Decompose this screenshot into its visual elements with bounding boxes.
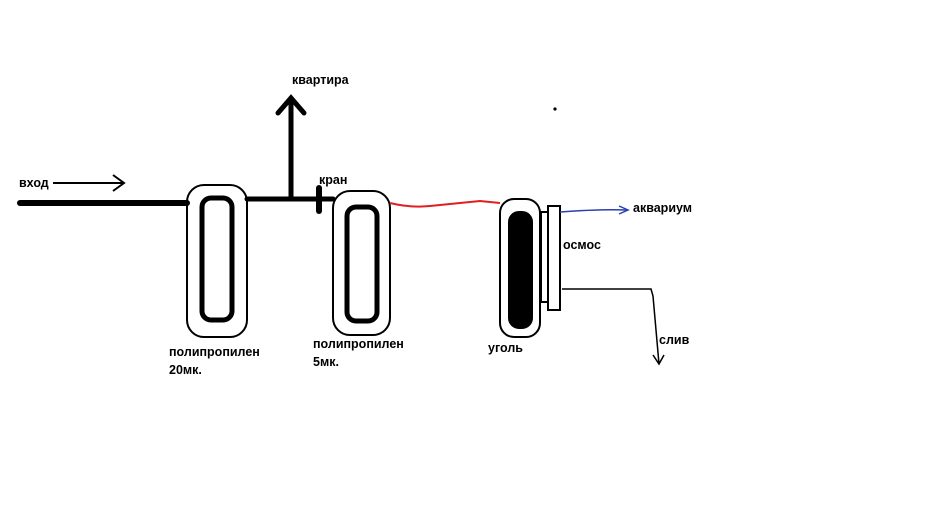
pipe-filter2-carbon <box>389 199 501 208</box>
aquarium-arrow-icon <box>559 205 630 215</box>
filter-carbon <box>499 198 541 338</box>
stray-dot <box>553 107 557 111</box>
label-aquarium: аквариум <box>633 201 693 215</box>
drain-arrow-icon <box>562 288 665 366</box>
filter-polypropylene-5mk <box>332 190 391 336</box>
label-filter2-line2: 5мк. <box>313 355 339 369</box>
label-apartment: квартира <box>292 73 349 87</box>
osmosis-membrane <box>540 205 561 311</box>
inlet-arrow-icon <box>53 174 126 192</box>
filter-polypropylene-20mk <box>186 184 248 338</box>
label-osmosis: осмос <box>563 238 601 252</box>
label-filter1-line2: 20мк. <box>169 363 202 377</box>
label-filter1-line1: полипропилен <box>169 345 260 359</box>
label-filter2-line1: полипропилен <box>313 337 404 351</box>
label-valve: кран <box>319 173 348 187</box>
label-inlet: вход <box>19 176 49 190</box>
label-drain: слив <box>659 333 690 347</box>
apartment-arrow-icon <box>275 94 307 200</box>
label-carbon: уголь <box>488 341 523 355</box>
